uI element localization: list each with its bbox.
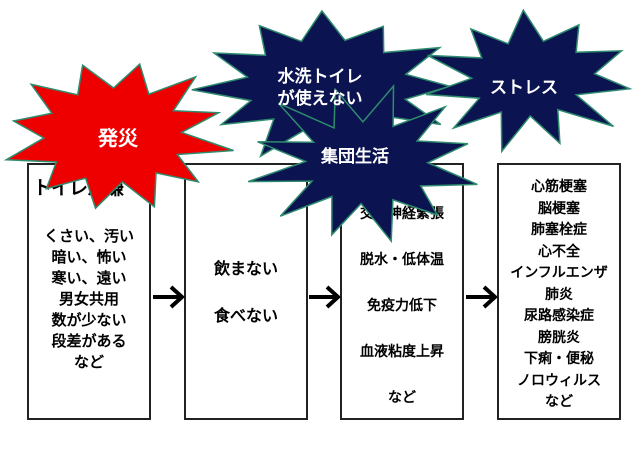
behavior-item: 飲まない (213, 258, 278, 278)
disease-item: 脳梗塞 (538, 200, 580, 217)
burst-label-line: 水洗トイレ (277, 67, 363, 87)
burst-label-line: が使えない (277, 89, 363, 109)
physiology-item: 免疫力低下 (367, 298, 437, 314)
disease-item: インフルエンザ (510, 265, 608, 281)
disease-item: 肺炎 (545, 286, 573, 303)
reason-item: 寒い、遠い (51, 269, 127, 287)
disease-item: ノロウィルス (517, 372, 601, 389)
physiology-item: など (388, 390, 416, 406)
burst-disaster (3, 62, 234, 210)
disease-item: 尿路感染症 (524, 308, 594, 324)
reason-item: など (73, 353, 104, 371)
reason-item: くさい、汚い (43, 227, 134, 245)
burst-label-group-living: 集団生活 (321, 147, 389, 167)
disease-item: など (545, 394, 573, 410)
reason-item: 暗い、怖い (51, 248, 127, 266)
reason-item: 男女共用 (58, 290, 119, 308)
arrow-right-icon (153, 285, 185, 309)
physiology-item: 血液粘度上昇 (360, 344, 444, 360)
behavior-item: 食べない (213, 305, 278, 325)
burst-label-disaster: 発災 (98, 126, 138, 150)
arrow-right-icon (309, 285, 341, 309)
physiology-item: 脱水・低体温 (360, 252, 444, 268)
box-behavior: 飲まない 食べない (184, 163, 308, 420)
burst-label-toilet: 水洗トイレが使えない (278, 66, 363, 110)
disease-item: 肺塞栓症 (531, 222, 587, 238)
burst-group-living (247, 84, 478, 244)
arrow-right-icon (466, 285, 498, 309)
box-diseases: 心筋梗塞 脳梗塞 肺塞栓症 心不全 インフルエンザ 肺炎 尿路感染症 膀胱炎 下… (497, 163, 621, 420)
reason-item: 段差がある (51, 332, 127, 350)
disease-item: 膀胱炎 (538, 329, 580, 346)
disease-item: 心筋梗塞 (531, 179, 587, 195)
burst-stress (425, 8, 633, 154)
burst-label-stress: ストレス (490, 78, 558, 98)
disease-item: 心不全 (538, 243, 580, 260)
disease-item: 下痢・便秘 (524, 351, 594, 367)
reason-item: 数が少ない (51, 311, 127, 329)
